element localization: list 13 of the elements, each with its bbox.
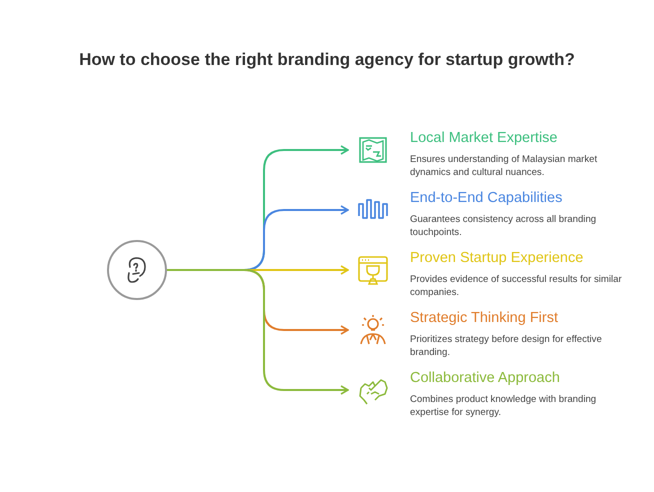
item-description: Provides evidence of successful results for similar companies. [410,274,623,299]
title: How to choose the right branding agency for startup growth? [78,50,576,70]
item-description: Prioritizes strategy before design for effective branding. [410,334,603,359]
item-description: Combines product knowledge with branding expertise for synergy. [410,394,598,419]
item-heading: Collaborative Approach [410,370,560,386]
item-heading: Strategic Thinking First [410,310,558,326]
item-heading: Proven Startup Experience [410,250,584,266]
arrow [167,269,349,395]
circle-node [107,240,167,300]
item-description: Ensures understanding of Malaysian market dynamics and cultural nuances. [410,154,598,179]
item-heading: End-to-End Capabilities [410,190,562,206]
item-description: Guarantees consistency across all branding touchpoints. [410,214,598,239]
item-heading: Local Market Expertise [410,130,558,146]
